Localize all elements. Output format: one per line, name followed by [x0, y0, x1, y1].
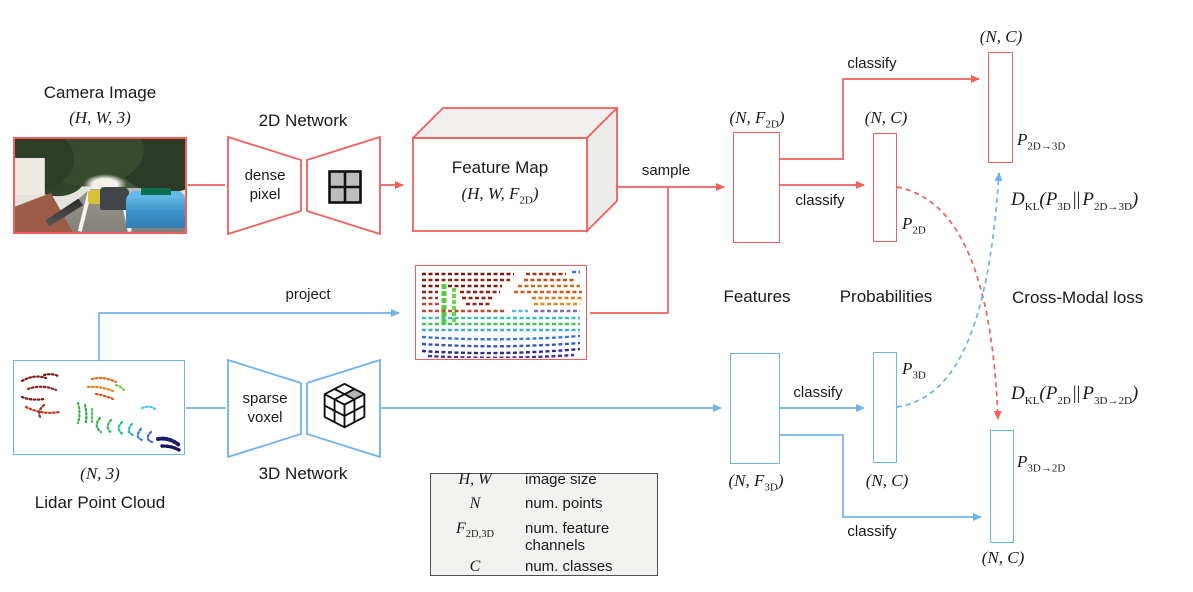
prob-3d-rect [873, 352, 897, 463]
lidar-shape: (N, 3) [80, 464, 120, 483]
lidar-title: Lidar Point Cloud [34, 493, 166, 512]
probabilities-column-label: Probabilities [839, 287, 933, 306]
projection-to-sample-line [590, 187, 669, 314]
features-3d-shape: (N, F3D) [728, 471, 784, 494]
feature-map-front-face [412, 137, 588, 232]
legend-desc: num. classes [525, 557, 613, 575]
kl-loss-top: DKL(P3D||P2D→3D) [1011, 189, 1139, 213]
3d-encoder-trapezoid [227, 359, 302, 458]
legend-symbol: C [469, 557, 481, 575]
legend-desc: image size [525, 471, 597, 489]
taxi-car [125, 191, 185, 229]
p3d-kl-dashed-arrow [896, 172, 1003, 408]
prob-3d-shape: (N, C) [865, 471, 909, 490]
legend-symbol: H, W [458, 471, 492, 489]
prob-3d-to-2d-rect [990, 430, 1014, 543]
lidar-point-cloud-image [13, 360, 185, 455]
classify-3d-to-2d-arrow [780, 434, 982, 521]
pixel-grid-icon [328, 170, 362, 204]
p2d-label: P2D [902, 214, 926, 237]
building [15, 157, 45, 195]
features-2d-shape: (N, F2D) [729, 108, 785, 131]
features-column-label: Features [723, 287, 791, 306]
2d-network-label: 2D Network [258, 111, 348, 130]
features-2d-rect [733, 132, 780, 243]
3d-network-label: 3D Network [258, 464, 348, 483]
prob-2d-rect [873, 133, 897, 242]
voxel-gray-cell [344, 388, 365, 400]
3d-network-block [227, 359, 381, 458]
classify-top-label: classify [847, 55, 897, 72]
sample-label: sample [641, 162, 691, 179]
cross-modal-loss-label: Cross-Modal loss [1012, 288, 1144, 307]
dark-car [100, 187, 129, 210]
taxi-roof-sign [140, 188, 172, 195]
legend-symbol: F2D,3D [455, 519, 495, 540]
prob-2d-shape: (N, C) [864, 108, 908, 127]
p2d-kl-dashed-arrow [896, 186, 1002, 420]
legend-symbol: N [469, 495, 481, 513]
projected-lidar-image [415, 265, 587, 360]
p2d3d-label: P2D→3D [1017, 130, 1066, 153]
lidar-points [20, 373, 181, 452]
p3d2d-label: P3D→2D [1017, 452, 1066, 475]
features-3d-rect [730, 353, 780, 464]
classify-2d-to-3d-arrow [780, 75, 980, 160]
2d-encoder-trapezoid [227, 136, 302, 235]
p3d-label: P3D [902, 359, 926, 382]
3d-decoder-trapezoid [306, 359, 381, 458]
2d-network-block [227, 136, 381, 235]
legend-desc: num. feature channels [525, 519, 610, 554]
kl-loss-bottom: DKL(P2D||P3D→2D) [1011, 383, 1139, 407]
legend-desc: num. points [525, 495, 603, 513]
legend-box: H, W image size N num. points F2D,3D num… [430, 471, 658, 576]
p3d2d-shape: (N, C) [981, 548, 1025, 567]
feature-map-title: Feature Map [451, 158, 549, 177]
feature-map-box [412, 107, 619, 233]
camera-title: Camera Image [43, 83, 157, 102]
p2d3d-shape: (N, C) [979, 27, 1023, 46]
camera-photo [13, 137, 187, 234]
voxel-cube-icon [323, 382, 366, 429]
feature-map-shape: (H, W, F2D) [461, 184, 539, 207]
project-arrow [98, 309, 400, 360]
2d-network-type: dense pixel [244, 167, 286, 203]
classify-2d-label: classify [795, 192, 845, 209]
classify-bottom-label: classify [847, 523, 897, 540]
prob-2d-to-3d-rect [988, 52, 1013, 163]
camera-shape: (H, W, 3) [69, 108, 131, 127]
project-label: project [285, 286, 331, 303]
classify-3d-label: classify [793, 384, 843, 401]
projected-scan-lines [421, 270, 582, 358]
feature-map-top-face [412, 107, 619, 139]
3d-network-type: sparse voxel [242, 390, 288, 426]
